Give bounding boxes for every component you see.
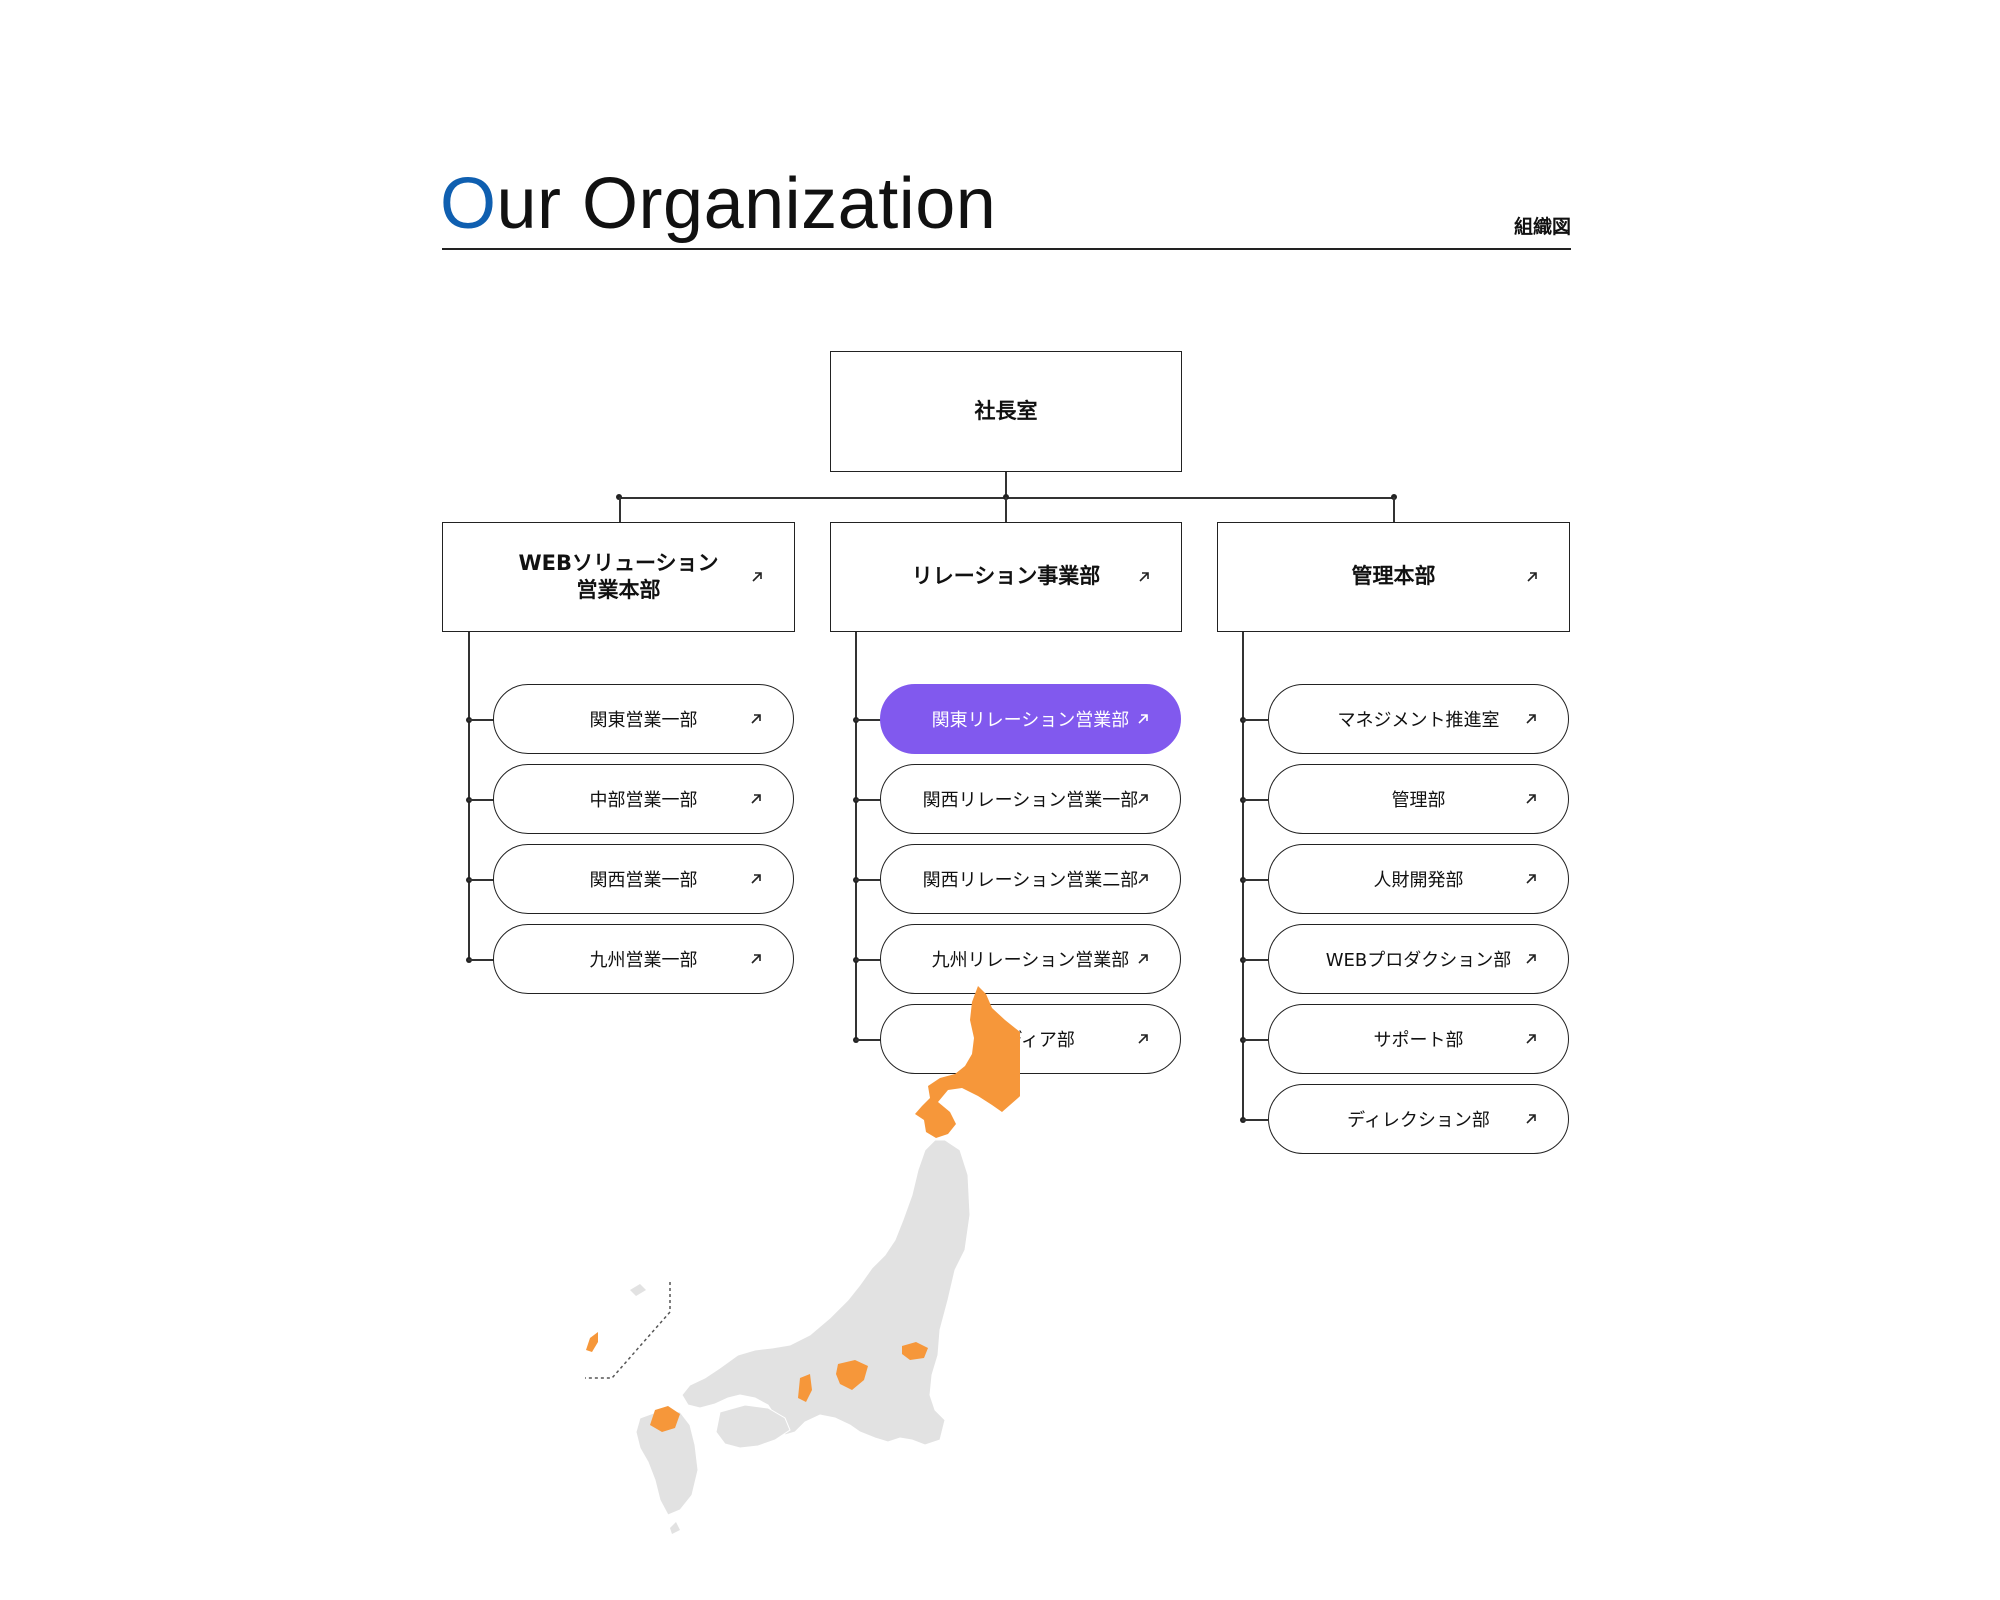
- map-tokyo: [902, 1342, 928, 1360]
- department-pill[interactable]: 関西リレーション営業一部: [880, 764, 1181, 834]
- arrow-up-right-icon: [749, 952, 763, 966]
- arrow-up-right-icon: [1136, 1032, 1150, 1046]
- department-pill[interactable]: サポート部: [1268, 1004, 1569, 1074]
- department-label: 人財開発部: [1373, 870, 1464, 891]
- connector-branch: [468, 719, 494, 721]
- connector-branch: [1242, 959, 1268, 961]
- division-label-line1: WEBソリューション: [518, 550, 719, 575]
- arrow-up-right-icon: [1136, 712, 1150, 726]
- department-label: 関西リレーション営業二部: [922, 870, 1139, 891]
- department-label: ディレクション部: [1347, 1110, 1490, 1131]
- arrow-up-right-icon: [1524, 792, 1538, 806]
- title-text: ur Organization: [496, 164, 997, 244]
- department-label: 関東営業一部: [589, 710, 698, 731]
- connector-branch: [468, 959, 494, 961]
- department-pill[interactable]: 関東営業一部: [493, 684, 794, 754]
- department-pill[interactable]: 管理部: [1268, 764, 1569, 834]
- department-label: サポート部: [1373, 1030, 1464, 1051]
- connector-branch: [855, 879, 881, 881]
- japan-map: [585, 986, 1020, 1534]
- map-honshu: [681, 1139, 971, 1446]
- title-divider: [442, 248, 1571, 250]
- division-box-web-solution[interactable]: WEBソリューション 営業本部: [442, 522, 795, 632]
- department-pill[interactable]: 関西営業一部: [493, 844, 794, 914]
- department-pill[interactable]: WEBプロダクション部: [1268, 924, 1569, 994]
- arrow-up-right-icon: [1137, 570, 1151, 584]
- connector-branch: [1242, 1039, 1268, 1041]
- department-pill-active[interactable]: 関東リレーション営業部: [880, 684, 1181, 754]
- department-pill[interactable]: メディア部: [880, 1004, 1181, 1074]
- connector-column-2: [855, 632, 857, 1040]
- connector-branch: [1242, 879, 1268, 881]
- department-pill[interactable]: ディレクション部: [1268, 1084, 1569, 1154]
- map-fukuoka: [650, 1406, 680, 1432]
- department-pill[interactable]: 九州リレーション営業部: [880, 924, 1181, 994]
- arrow-up-right-icon: [1524, 1112, 1538, 1126]
- department-label: 関西営業一部: [589, 870, 698, 891]
- division-label: リレーション事業部: [911, 564, 1101, 589]
- connector-branch: [468, 799, 494, 801]
- map-hokkaido: [915, 986, 1020, 1138]
- division-label: WEBソリューション 営業本部: [518, 550, 718, 605]
- connector-branch: [855, 719, 881, 721]
- division-label-line2: 営業本部: [576, 578, 661, 602]
- connector-column-3: [1242, 632, 1244, 1120]
- map-aichi: [836, 1360, 868, 1390]
- department-label: 中部営業一部: [589, 790, 698, 811]
- arrow-up-right-icon: [1136, 872, 1150, 886]
- map-shikoku: [715, 1404, 791, 1449]
- division-box-management[interactable]: 管理本部: [1217, 522, 1570, 632]
- department-label: マネジメント推進室: [1337, 710, 1500, 731]
- arrow-up-right-icon: [749, 872, 763, 886]
- arrow-up-right-icon: [1525, 570, 1539, 584]
- arrow-up-right-icon: [750, 570, 764, 584]
- department-label: 関東リレーション営業部: [931, 710, 1130, 731]
- page-subtitle: 組織図: [1513, 216, 1571, 238]
- connector-branch: [855, 1039, 881, 1041]
- map-kyushu: [635, 1409, 699, 1516]
- department-pill[interactable]: 中部営業一部: [493, 764, 794, 834]
- map-okinawa: [586, 1332, 598, 1352]
- arrow-up-right-icon: [1524, 1032, 1538, 1046]
- connector-column-1: [468, 632, 470, 960]
- connector-branch: [1242, 719, 1268, 721]
- arrow-up-right-icon: [1524, 712, 1538, 726]
- department-pill[interactable]: 九州営業一部: [493, 924, 794, 994]
- connector-division-1: [619, 497, 621, 523]
- department-pill[interactable]: 人財開発部: [1268, 844, 1569, 914]
- connector-root-down: [1005, 472, 1007, 498]
- connector-branch: [855, 799, 881, 801]
- department-label: WEBプロダクション部: [1325, 950, 1512, 971]
- arrow-up-right-icon: [1524, 952, 1538, 966]
- department-pill[interactable]: 関西リレーション営業二部: [880, 844, 1181, 914]
- connector-division-3: [1393, 497, 1395, 523]
- arrow-up-right-icon: [749, 792, 763, 806]
- map-okinawa-inset-frame: [585, 1282, 671, 1379]
- connector-branch: [855, 959, 881, 961]
- connector-branch: [1242, 1119, 1268, 1121]
- title-accent-letter: O: [440, 164, 497, 244]
- connector-branch: [468, 879, 494, 881]
- map-osaka: [798, 1374, 812, 1402]
- arrow-up-right-icon: [1136, 952, 1150, 966]
- department-label: 関西リレーション営業一部: [922, 790, 1139, 811]
- map-island: [630, 1284, 646, 1296]
- connector-branch: [1242, 799, 1268, 801]
- org-root-box[interactable]: 社長室: [830, 351, 1182, 472]
- org-root-label: 社長室: [974, 398, 1038, 423]
- department-pill[interactable]: マネジメント推進室: [1268, 684, 1569, 754]
- department-label: 管理部: [1391, 790, 1446, 811]
- arrow-up-right-icon: [749, 712, 763, 726]
- department-label: 九州営業一部: [589, 950, 698, 971]
- division-box-relation[interactable]: リレーション事業部: [830, 522, 1182, 632]
- arrow-up-right-icon: [1136, 792, 1150, 806]
- page-title: Our Organization: [440, 168, 996, 240]
- department-label: 九州リレーション営業部: [931, 950, 1130, 971]
- division-label: 管理本部: [1351, 564, 1436, 589]
- map-island: [670, 1522, 680, 1534]
- arrow-up-right-icon: [1524, 872, 1538, 886]
- connector-division-2: [1005, 497, 1007, 523]
